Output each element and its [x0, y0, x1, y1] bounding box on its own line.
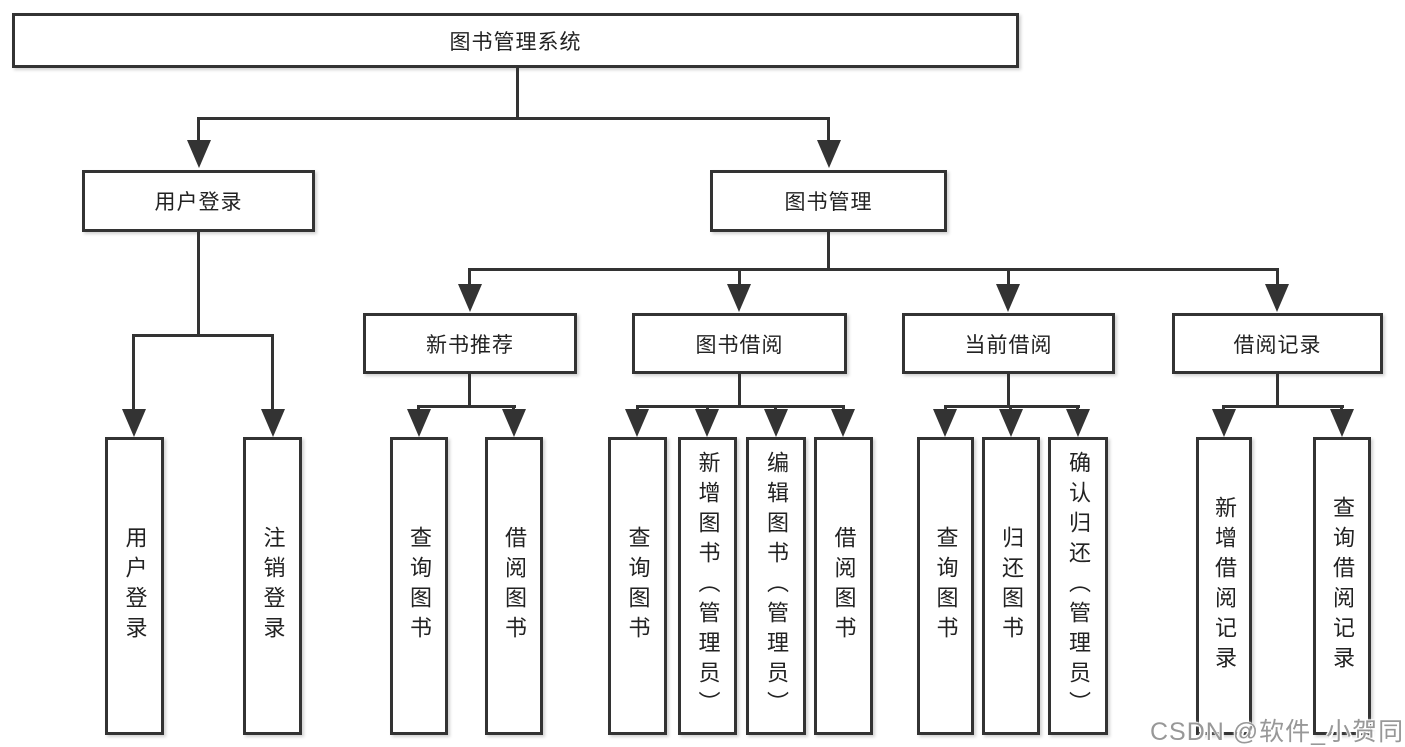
connector-line-h: [197, 117, 830, 120]
arrowhead: [727, 284, 751, 312]
arrowhead: [999, 409, 1023, 437]
node-borrowing-records: 借阅记录: [1172, 313, 1383, 374]
arrowhead: [1265, 284, 1289, 312]
leaf-label: 查询图书: [625, 526, 651, 646]
arrowhead: [1330, 409, 1354, 437]
connector-line-h: [132, 334, 274, 337]
connector-line-v: [1007, 268, 1010, 286]
arrowhead: [261, 409, 285, 437]
connector-line-h: [417, 405, 516, 408]
leaf-user-login: 用户登录: [105, 437, 164, 735]
leaf-confirm-return-admin: 确认归还（管理员）: [1048, 437, 1108, 735]
connector-line-v: [827, 232, 830, 270]
connector-line-h: [468, 268, 1279, 271]
arrowhead: [831, 409, 855, 437]
node-book-management: 图书管理: [710, 170, 947, 232]
leaf-query-borrow-record: 查询借阅记录: [1313, 437, 1371, 735]
leaf-label: 注销登录: [260, 526, 286, 646]
connector-line-v: [738, 374, 741, 407]
leaf-label: 编辑图书（管理员）: [764, 451, 789, 721]
leaf-borrow-books-recommendation: 借阅图书: [485, 437, 543, 735]
node-new-book-recommendation: 新书推荐: [363, 313, 577, 374]
leaf-add-borrow-record: 新增借阅记录: [1196, 437, 1252, 735]
leaf-label: 确认归还（管理员）: [1066, 451, 1091, 721]
arrowhead: [764, 409, 788, 437]
node-label: 图书管理: [784, 191, 873, 214]
leaf-add-books-admin: 新增图书（管理员）: [678, 437, 737, 735]
connector-line-v: [516, 68, 519, 120]
connector-line-v: [132, 334, 135, 410]
connector-line-h: [1222, 405, 1344, 408]
node-label: 图书管理系统: [449, 30, 582, 54]
connector-line-v: [468, 268, 471, 286]
leaf-label: 借阅图书: [831, 526, 857, 646]
arrowhead: [187, 140, 211, 168]
node-label: 借阅记录: [1233, 333, 1322, 357]
node-label: 图书借阅: [695, 333, 784, 357]
leaf-query-books-borrowing: 查询图书: [608, 437, 667, 735]
leaf-label: 查询图书: [407, 526, 432, 646]
node-label: 用户登录: [154, 191, 243, 214]
leaf-label: 新增借阅记录: [1212, 496, 1237, 676]
connector-line-v: [468, 374, 471, 407]
leaf-label: 查询图书: [933, 526, 959, 646]
connector-line-v: [738, 268, 741, 286]
leaf-label: 借阅图书: [502, 526, 527, 646]
connector-line-v: [197, 117, 200, 143]
node-book-borrowing: 图书借阅: [632, 313, 847, 374]
watermark: CSDN @软件_小贺同学: [1150, 718, 1405, 746]
leaf-label: 用户登录: [122, 526, 148, 646]
leaf-label: 新增图书（管理员）: [695, 451, 721, 721]
connector-line-v: [1007, 374, 1010, 407]
leaf-edit-books-admin: 编辑图书（管理员）: [746, 437, 806, 735]
connector-line-v: [271, 334, 274, 410]
connector-line-v: [197, 232, 200, 337]
node-label: 当前借阅: [964, 333, 1053, 357]
leaf-return-books: 归还图书: [982, 437, 1040, 735]
arrowhead: [1066, 409, 1090, 437]
connector-line-v: [1276, 268, 1279, 286]
connector-line-v: [1276, 374, 1279, 407]
arrowhead: [695, 409, 719, 437]
leaf-logout: 注销登录: [243, 437, 302, 735]
leaf-query-books-current: 查询图书: [917, 437, 974, 735]
node-user-login: 用户登录: [82, 170, 315, 232]
arrowhead: [996, 284, 1020, 312]
arrowhead: [625, 409, 649, 437]
arrowhead: [933, 409, 957, 437]
arrowhead: [1212, 409, 1236, 437]
connector-line-v: [827, 117, 830, 143]
leaf-label: 归还图书: [999, 526, 1024, 646]
arrowhead: [817, 140, 841, 168]
arrowhead: [407, 409, 431, 437]
arrowhead: [458, 284, 482, 312]
connector-line-h: [944, 405, 1080, 408]
leaf-query-books-recommendation: 查询图书: [390, 437, 448, 735]
connector-line-h: [636, 405, 845, 408]
arrowhead: [502, 409, 526, 437]
leaf-label: 查询借阅记录: [1330, 496, 1355, 676]
node-label: 新书推荐: [426, 333, 514, 357]
leaf-borrow-books-borrowing: 借阅图书: [814, 437, 873, 735]
node-library-management-system: 图书管理系统: [12, 13, 1019, 68]
node-current-borrowing: 当前借阅: [902, 313, 1115, 374]
arrowhead: [122, 409, 146, 437]
